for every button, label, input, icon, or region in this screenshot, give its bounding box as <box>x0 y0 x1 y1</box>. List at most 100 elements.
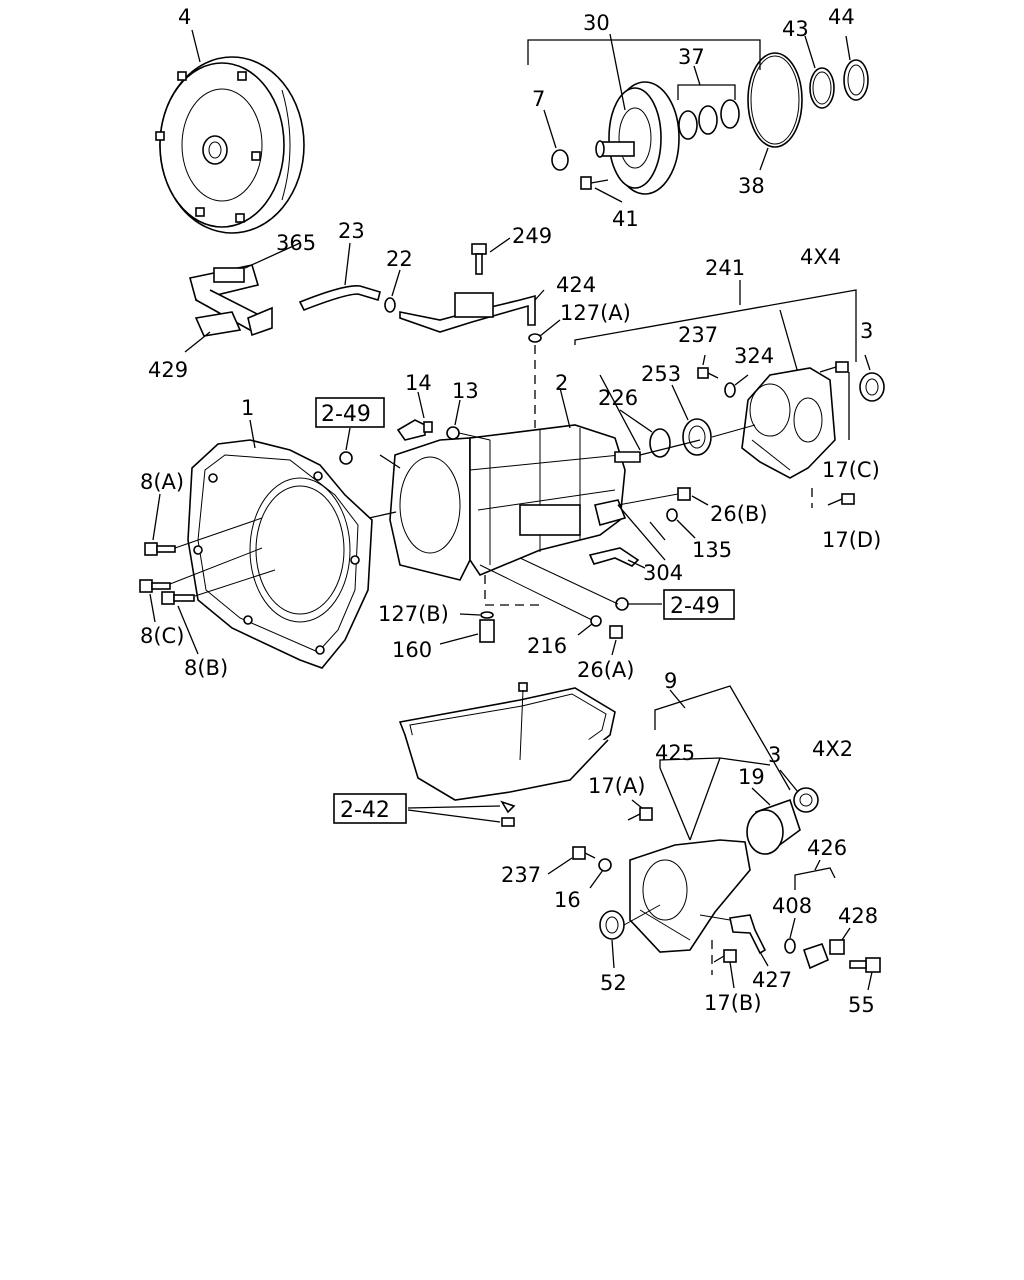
callout-365: 365 <box>276 231 316 255</box>
extension-housing-4x2 <box>629 839 751 953</box>
section-ref-2-42-label: 2-42 <box>340 798 390 823</box>
section-ref-2-49-top-label: 2-49 <box>321 402 371 427</box>
callout-17d: 17(D) <box>822 528 881 552</box>
bolt-237-4x2 <box>572 846 596 860</box>
section-ref-2-49-right[interactable]: 2-49 <box>663 589 735 620</box>
filter-160 <box>479 619 495 643</box>
section-ref-2-49-top[interactable]: 2-49 <box>315 397 385 428</box>
snap-ring-226 <box>649 428 671 458</box>
bracket-365 <box>189 264 273 337</box>
callout-4: 4 <box>178 5 191 29</box>
callout-241: 241 <box>705 256 745 280</box>
cooler-pipe-23 <box>298 285 381 312</box>
variant-4x2: 4X2 <box>812 737 853 761</box>
callout-160: 160 <box>392 638 432 662</box>
extension-housing-4x4 <box>741 367 836 479</box>
callout-424: 424 <box>556 273 596 297</box>
callout-237-lower: 237 <box>501 863 541 887</box>
bolt-8c <box>139 579 171 593</box>
shaft-427 <box>729 914 767 955</box>
callout-8a: 8(A) <box>140 470 184 494</box>
seal-rings-37 <box>678 99 740 140</box>
bolt-17b <box>713 949 737 963</box>
callout-14: 14 <box>405 371 432 395</box>
callout-43: 43 <box>782 17 809 41</box>
drain-plug-242 <box>500 800 516 827</box>
fitting-14 <box>396 419 433 441</box>
transmission-case <box>389 424 641 581</box>
bolt-17a <box>627 807 653 821</box>
callout-426: 426 <box>807 836 847 860</box>
callout-26b: 26(B) <box>710 502 768 526</box>
callout-17b: 17(B) <box>704 991 762 1015</box>
torque-converter <box>155 56 305 234</box>
bolt-41 <box>580 176 609 190</box>
callout-8b: 8(B) <box>184 656 228 680</box>
callout-304: 304 <box>643 561 683 585</box>
callout-52: 52 <box>600 971 627 995</box>
washer-324 <box>724 382 736 398</box>
o-ring-408 <box>784 938 796 954</box>
plug-2-49-top <box>339 451 353 465</box>
callout-237-upper: 237 <box>678 323 718 347</box>
bolt-8a <box>144 542 176 556</box>
dust-cover-19 <box>746 798 801 855</box>
bracket-429 <box>194 311 242 337</box>
washer-16 <box>598 858 612 872</box>
callout-127a: 127(A) <box>560 301 631 325</box>
callout-2: 2 <box>555 371 568 395</box>
bracket-304 <box>588 547 640 567</box>
oil-seal-3-4x2 <box>793 787 819 813</box>
callout-3-lower: 3 <box>768 743 781 767</box>
callout-425: 425 <box>655 741 695 765</box>
callout-37: 37 <box>678 45 705 69</box>
callout-19: 19 <box>738 765 765 789</box>
o-ring-127a <box>528 333 542 343</box>
callout-55: 55 <box>848 993 875 1017</box>
callout-427: 427 <box>752 968 792 992</box>
oil-seal-3-4x4 <box>859 372 885 402</box>
callout-429: 429 <box>148 358 188 382</box>
o-ring-135 <box>666 508 678 522</box>
callout-17a: 17(A) <box>588 774 645 798</box>
callout-26a: 26(A) <box>577 658 634 682</box>
sleeve-428-fitting <box>802 939 845 970</box>
callout-3-upper: 3 <box>860 319 873 343</box>
oil-pan <box>398 682 616 801</box>
washer-216 <box>590 615 602 627</box>
large-o-ring-38 <box>747 52 803 148</box>
section-ref-2-49-right-label: 2-49 <box>670 594 720 619</box>
bell-housing <box>187 439 373 669</box>
section-ref-2-42[interactable]: 2-42 <box>333 793 407 824</box>
o-ring-7 <box>551 149 569 171</box>
callout-22: 22 <box>386 247 413 271</box>
callout-324: 324 <box>734 344 774 368</box>
callout-23: 23 <box>338 219 365 243</box>
callout-17c: 17(C) <box>822 458 880 482</box>
callout-253: 253 <box>641 362 681 386</box>
bolt-249 <box>471 243 487 275</box>
bolt-8b <box>161 591 195 605</box>
callout-41: 41 <box>612 207 639 231</box>
callout-226: 226 <box>598 386 638 410</box>
bearing-253 <box>682 418 712 456</box>
bolt-237-4x4 <box>697 367 719 379</box>
callout-1: 1 <box>241 396 254 420</box>
plug-26b <box>677 487 691 501</box>
oil-pump <box>595 81 680 195</box>
callout-30: 30 <box>583 11 610 35</box>
callout-8c: 8(C) <box>140 624 184 648</box>
bolt-17d <box>827 493 855 506</box>
callout-44: 44 <box>828 5 855 29</box>
variant-4x4: 4X4 <box>800 245 841 269</box>
callout-408: 408 <box>772 894 812 918</box>
callout-38: 38 <box>738 174 765 198</box>
o-ring-13 <box>446 426 460 440</box>
callout-135: 135 <box>692 538 732 562</box>
callout-13: 13 <box>452 379 479 403</box>
callout-9: 9 <box>664 669 677 693</box>
seal-44 <box>843 59 869 101</box>
plug-26a <box>609 625 623 639</box>
callout-249: 249 <box>512 224 552 248</box>
